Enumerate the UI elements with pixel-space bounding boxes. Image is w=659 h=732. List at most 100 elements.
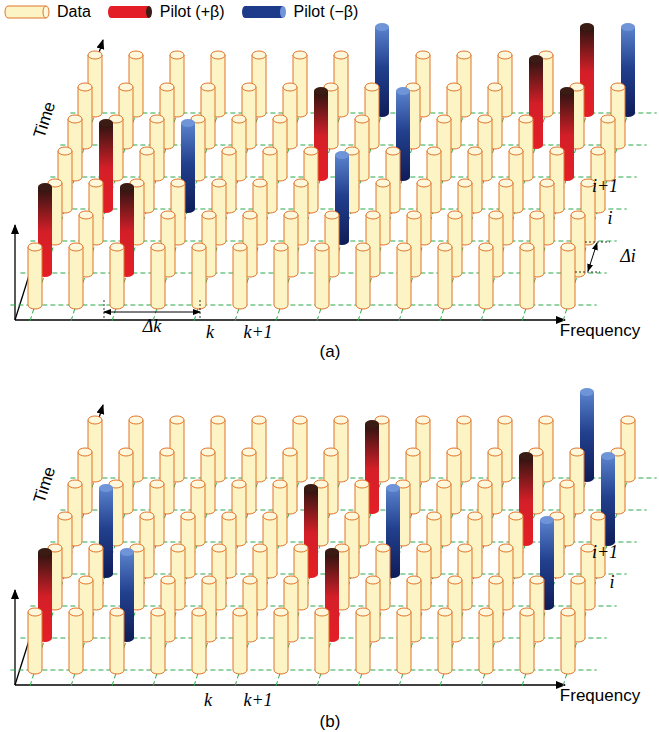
cylinder-top [335,151,349,159]
cylinder-top [580,388,594,396]
cylinder-top [488,83,502,91]
cylinder-top [58,512,72,520]
cylinder-top [438,608,452,616]
cylinder-top [447,83,461,91]
cylinder-top [427,147,441,155]
row-index: i [609,572,614,593]
delta-k-tick [104,300,105,318]
cylinder-top [345,512,359,520]
cylinder-top [457,51,471,59]
cylinder-top [324,448,338,456]
cylinder-body [28,247,42,309]
column-index: k [204,690,212,711]
cylinder-top [397,608,411,616]
cylinder-body [110,612,124,674]
data-cylinder [233,608,247,674]
legend-item: Data [4,3,101,21]
cylinder-top [89,179,103,187]
cylinder-body [233,247,247,309]
grid-line [10,305,596,306]
row-index: i [607,208,612,229]
data-cylinder [315,243,329,309]
cylinder-top [150,480,164,488]
swatch-cylinder [241,4,289,20]
cylinder-top [120,548,134,556]
legend-item: Pilot (−β) [241,3,369,21]
cylinder-top [325,548,339,556]
cylinder-top [417,544,431,552]
cylinder-top [233,608,247,616]
cylinder-top [561,243,575,251]
delta-k-bracket [104,312,200,313]
vertical-axis [14,225,15,320]
cylinder-top [458,179,472,187]
delta-k-tick [200,300,201,318]
cylinder-top [201,83,215,91]
cylinder-top [243,576,257,584]
cylinder-top [448,211,462,219]
cylinder-top [457,416,471,424]
cylinder-body [151,612,165,674]
cylinder-body [192,247,206,309]
cylinder-body [520,247,534,309]
cylinder-top [489,576,503,584]
cylinder-top [273,115,287,123]
cylinder-top [365,83,379,91]
cylinder-top [488,448,502,456]
axis-label: Time [30,99,61,141]
cylinder-top [110,608,124,616]
cylinder-top [201,448,215,456]
legend: DataPilot (+β)Pilot (−β) [4,3,368,21]
cylinder-top [478,115,492,123]
cylinder-top [570,448,584,456]
panel-grid [10,23,656,321]
data-cylinder [110,608,124,674]
data-cylinder [520,608,534,674]
cylinder-top [283,448,297,456]
cylinder-top [601,452,615,460]
cylinder-top [448,576,462,584]
data-cylinder [479,243,493,309]
cylinder-body [356,247,370,309]
cylinder-top [611,83,625,91]
cylinder-top [151,608,165,616]
cylinder-top [315,608,329,616]
cylinder-top [560,480,574,488]
cylinder-top [140,147,154,155]
cylinder-top [140,512,154,520]
cylinder-top [253,179,267,187]
cylinder-top [89,544,103,552]
cylinder-top [417,179,431,187]
delta-i-bracket [588,243,597,271]
grid-line [60,145,646,146]
data-cylinder [28,243,42,309]
cylinder-top [171,544,185,552]
cylinder-top [520,608,534,616]
cylinder-top [242,83,256,91]
panel-caption: (b) [320,712,341,732]
cylinder-top [407,211,421,219]
cylinder-body [397,247,411,309]
cylinder-top [119,83,133,91]
cylinder-top [365,420,379,428]
data-cylinder [561,608,575,674]
data-cylinder [356,243,370,309]
cylinder-top [88,416,102,424]
cylinder-body [438,247,452,309]
cylinder-top [212,179,226,187]
delta-i-tick [575,272,600,273]
grid-line [20,638,606,639]
cylinder-top [509,147,523,155]
cylinder-top [366,211,380,219]
data-cylinder [28,608,42,674]
cylinder-body [561,612,575,674]
vertical-axis [14,590,15,685]
cylinder-top [28,243,42,251]
cylinder-top [447,448,461,456]
panel-grid [10,388,656,686]
row-index: i+1 [592,176,618,197]
legend-text: Data [57,3,91,21]
cylinder-top [263,147,277,155]
data-cylinder [438,608,452,674]
